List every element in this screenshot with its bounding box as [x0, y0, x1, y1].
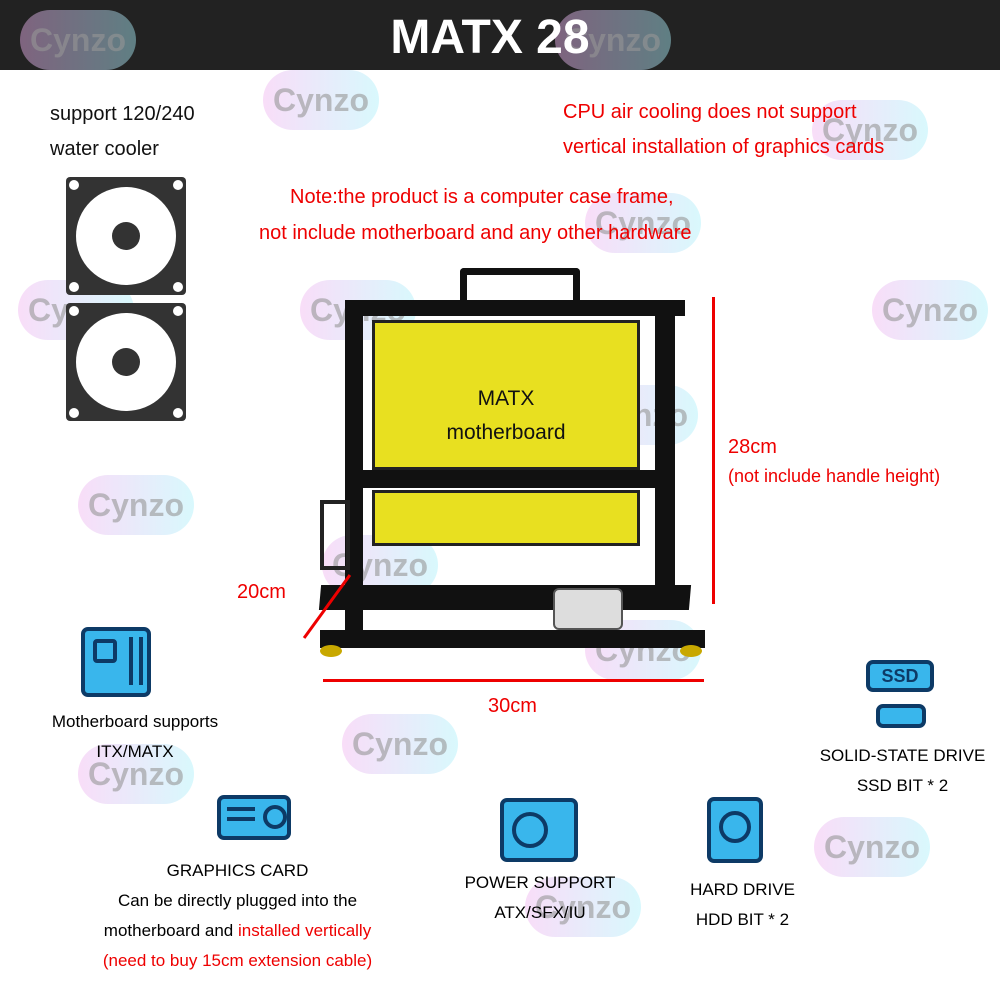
ssd-drive-icon	[876, 704, 926, 728]
psu-label-2: ATX/SFX/IU	[494, 903, 586, 922]
watermark: Cynzo	[814, 817, 930, 877]
watermark: Cynzo	[585, 193, 701, 253]
cpu-note-2: vertical installation of graphics cards	[563, 136, 885, 158]
height-note: (not include handle height)	[728, 466, 941, 486]
width-label: 30cm	[488, 695, 537, 717]
product-note-2: not include motherboard and any other ha…	[259, 222, 692, 244]
watermark: Cynzo	[555, 10, 671, 70]
hard-drive-icon	[707, 797, 763, 863]
width-line	[323, 679, 704, 682]
page-title: MATX 28	[390, 11, 590, 64]
product-note-1: Note:the product is a computer case fram…	[290, 186, 674, 208]
motherboard-label-1: Motherboard supports	[51, 712, 219, 731]
graphics-card-icon	[217, 795, 291, 840]
header-bar	[0, 0, 1000, 70]
fan-icon	[66, 177, 186, 295]
cooler-label-1: support 120/240	[50, 103, 195, 125]
watermark: Cynzo	[812, 100, 928, 160]
psu-label-1: POWER SUPPORT	[464, 873, 616, 892]
gpu-line-2: motherboard and installed vertically	[103, 921, 372, 940]
watermark: Cynzo	[20, 10, 136, 70]
gpu-line-1: Can be directly plugged into the	[117, 891, 358, 910]
watermark: Cynzo	[263, 70, 379, 130]
height-label: 28cm	[728, 436, 777, 458]
motherboard-label-2: ITX/MATX	[96, 742, 174, 761]
ssd-label-2: SSD BIT * 2	[856, 776, 949, 795]
motherboard-icon	[81, 627, 151, 697]
fan-icon	[66, 303, 186, 421]
watermark: Cynzo	[78, 475, 194, 535]
watermark: Cynzo	[525, 877, 641, 937]
board-label-2: motherboard	[446, 421, 566, 444]
ssd-icon: SSD	[866, 660, 934, 692]
cooler-label-2: water cooler	[50, 138, 159, 160]
height-line	[712, 297, 715, 604]
board-label-1: MATX	[477, 387, 535, 410]
gpu-title: GRAPHICS CARD	[166, 861, 309, 880]
watermark: Cynzo	[78, 744, 194, 804]
gpu-line-3: (need to buy 15cm extension cable)	[102, 951, 373, 970]
ssd-label-1: SOLID-STATE DRIVE	[819, 746, 986, 765]
power-supply-icon	[500, 798, 578, 862]
hdd-label-1: HARD DRIVE	[690, 880, 795, 899]
cpu-note-1: CPU air cooling does not support	[563, 101, 857, 123]
hdd-label-2: HDD BIT * 2	[695, 910, 790, 929]
watermark: Cynzo	[872, 280, 988, 340]
watermark: Cynzo	[342, 714, 458, 774]
depth-label: 20cm	[237, 581, 286, 603]
